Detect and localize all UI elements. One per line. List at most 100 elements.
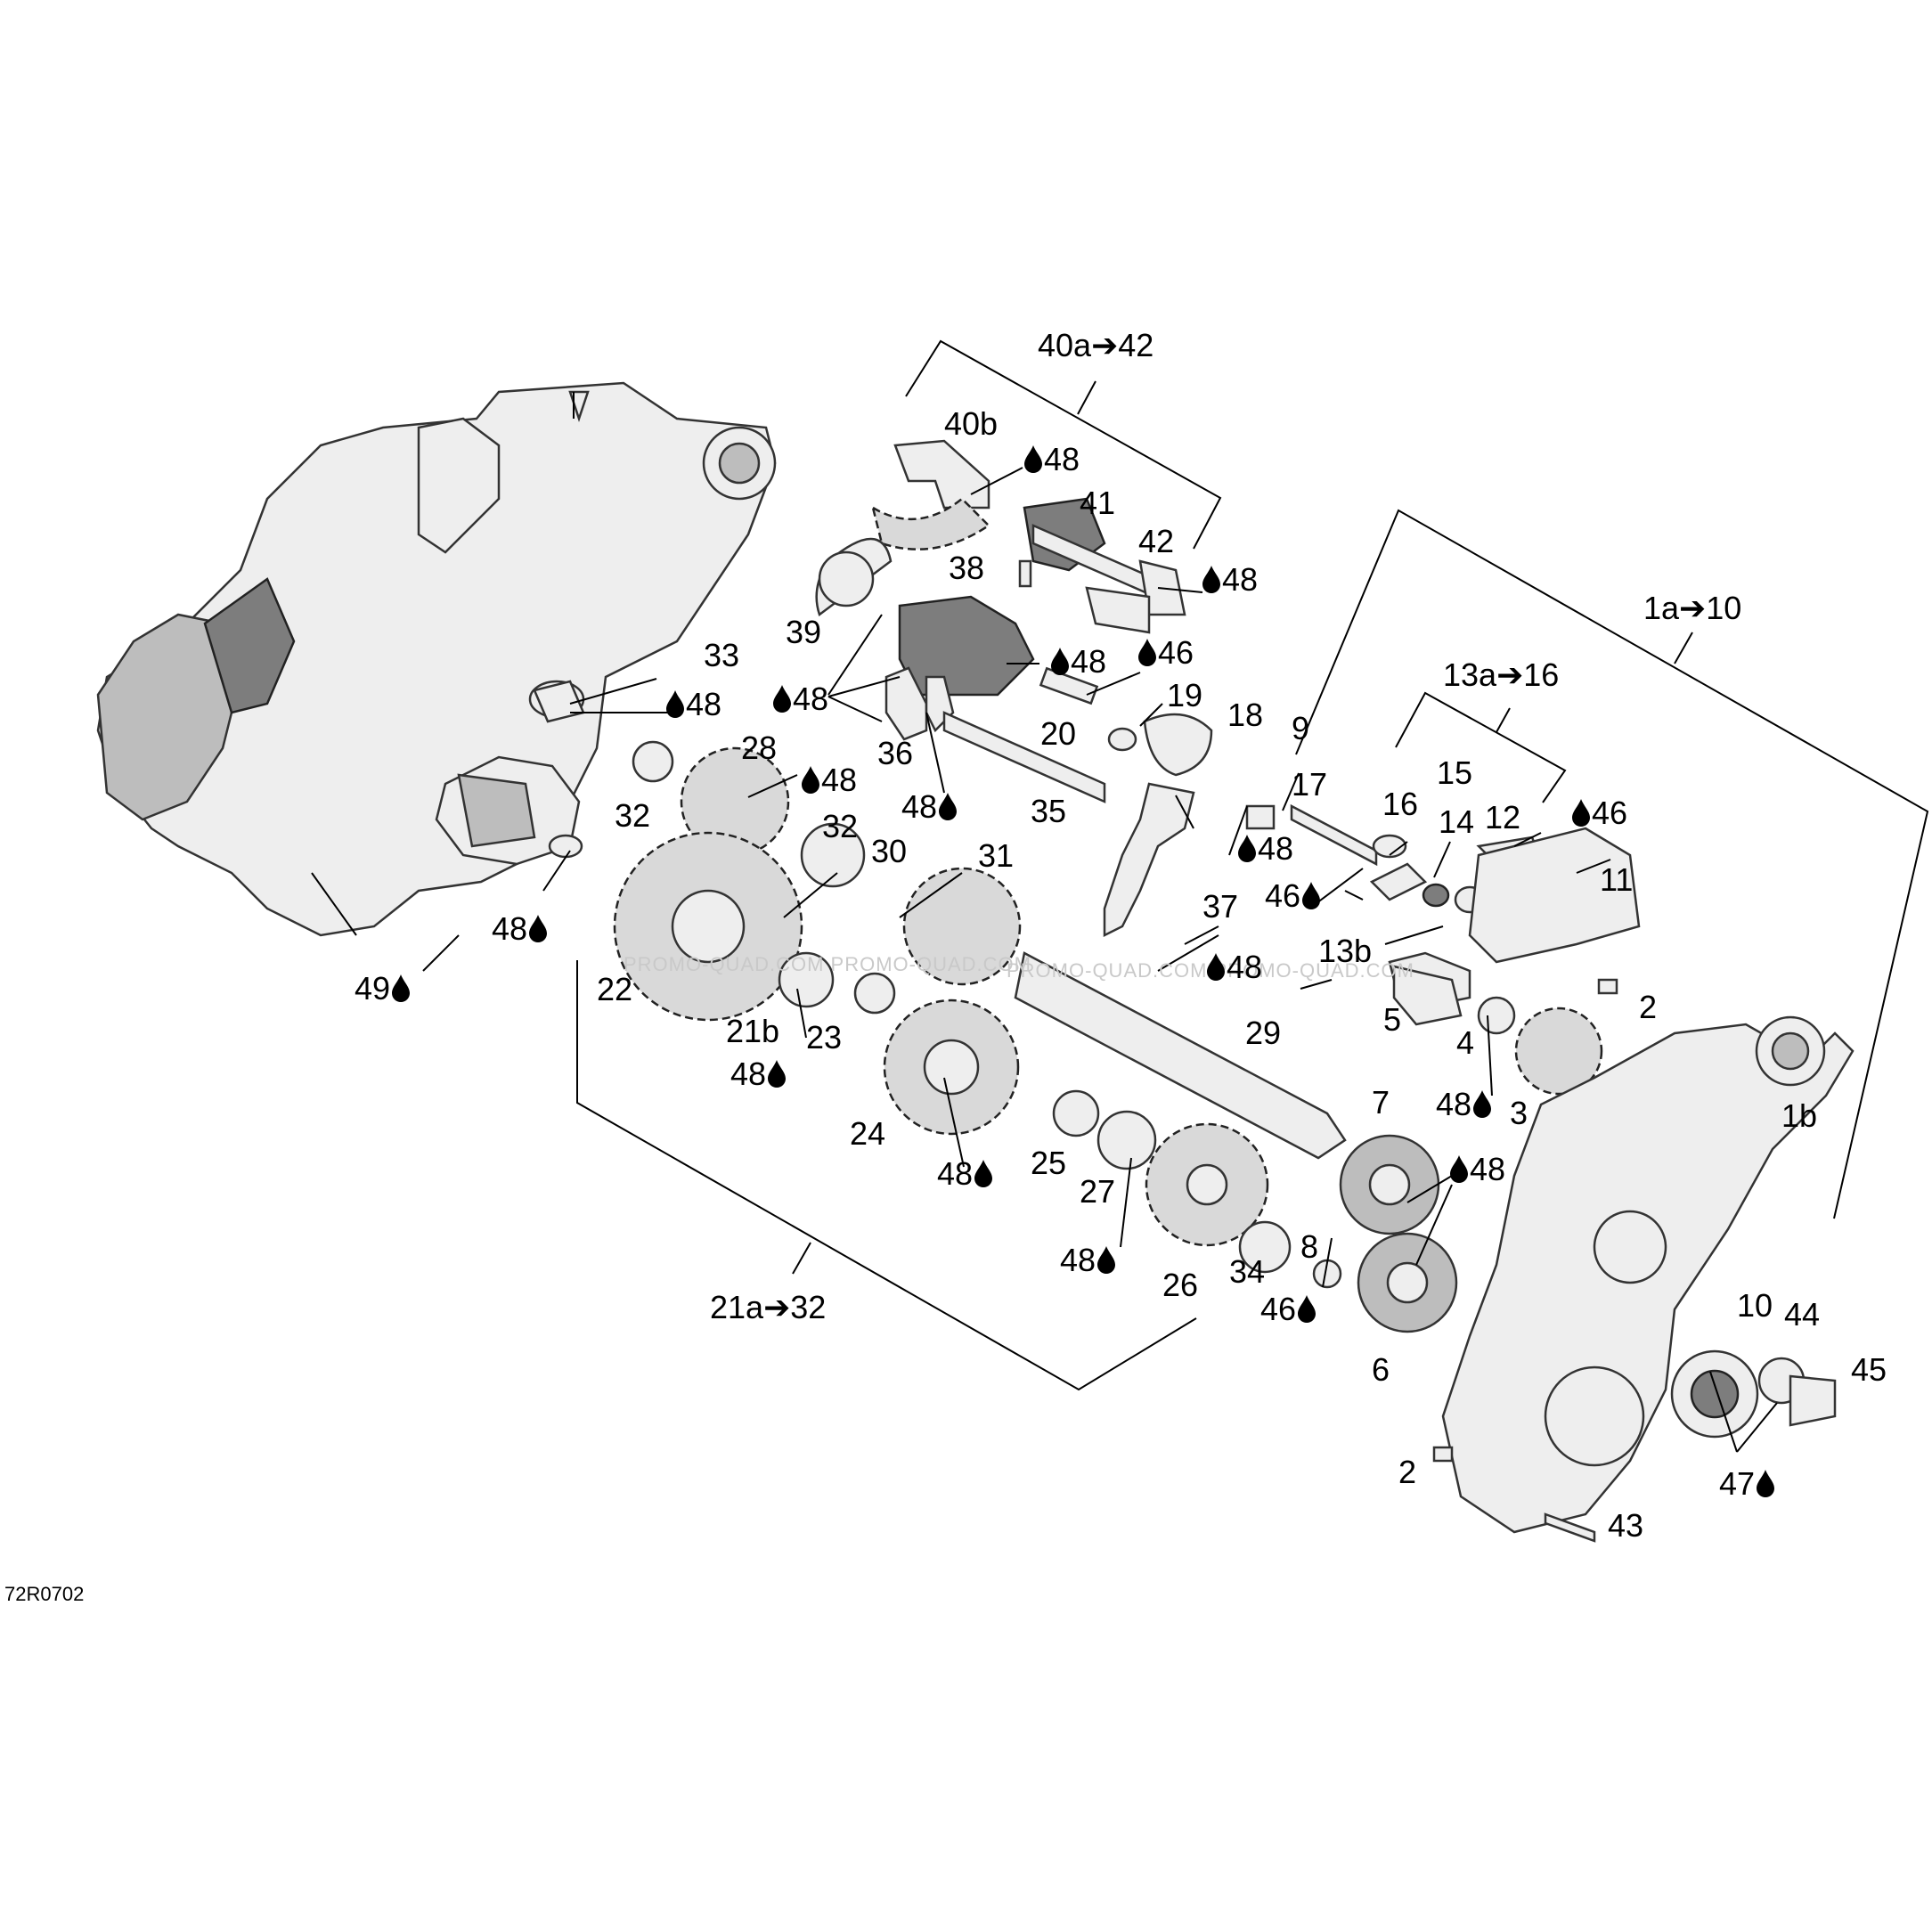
callout-c48h: 48	[492, 910, 547, 947]
lubricant-drop-icon	[773, 685, 791, 713]
callout-c22: 22	[597, 971, 632, 1007]
callout-c48e: 48	[773, 681, 828, 717]
callout-c48c: 48	[1051, 643, 1106, 680]
bracket-13a-16	[1395, 691, 1567, 803]
callout-c48i: 48	[730, 1056, 786, 1092]
callout-text: 39	[786, 614, 821, 650]
callout-text: 25	[1031, 1145, 1066, 1181]
callout-text: 28	[741, 730, 777, 766]
callout-text: 23	[806, 1019, 842, 1056]
callout-text: 29	[1245, 1015, 1281, 1051]
callout-text: 47	[1719, 1465, 1755, 1502]
callout-c2a: 2	[1639, 989, 1657, 1025]
callout-c9: 9	[1292, 710, 1309, 746]
callout-text: 48	[492, 910, 527, 947]
lubricant-drop-icon	[939, 793, 957, 820]
callout-text: 31	[978, 837, 1014, 874]
callout-c11: 11	[1600, 861, 1633, 898]
callout-c7: 7	[1372, 1084, 1390, 1121]
lubricant-drop-icon	[666, 690, 684, 718]
lubricant-drop-icon	[1051, 648, 1069, 675]
callout-c20: 20	[1040, 715, 1076, 752]
callout-c19: 19	[1167, 677, 1202, 713]
callout-c21a: 21a➔32	[710, 1289, 826, 1325]
callout-c48g: 48	[901, 788, 957, 825]
callout-c48a: 48	[1024, 441, 1080, 477]
callout-text: 5	[1383, 1001, 1401, 1038]
callout-text: 46	[1592, 795, 1627, 831]
callout-c40b: 40b	[944, 405, 998, 442]
callout-text: 13a➔16	[1443, 656, 1559, 693]
callout-c29: 29	[1245, 1015, 1281, 1051]
lubricant-drop-icon	[1097, 1246, 1115, 1274]
callout-text: 46	[1265, 877, 1300, 914]
callout-c48d: 48	[666, 686, 721, 722]
callout-text: 37	[1202, 888, 1238, 925]
callout-text: 48	[1222, 561, 1258, 598]
callout-c38: 38	[949, 550, 984, 586]
callout-text: 8	[1300, 1228, 1318, 1265]
callout-text: 21b	[726, 1013, 779, 1049]
lubricant-drop-icon	[529, 915, 547, 942]
lubricant-drop-icon	[1207, 953, 1225, 981]
callout-c4: 4	[1456, 1024, 1474, 1061]
lubricant-drop-icon	[1757, 1470, 1774, 1497]
callout-text: 1a➔10	[1643, 590, 1741, 626]
callout-text: 48	[1436, 1086, 1471, 1122]
callout-text: 13b	[1318, 933, 1372, 969]
callout-c31: 31	[978, 837, 1014, 874]
callout-text: 48	[1227, 949, 1262, 985]
callout-text: 15	[1437, 754, 1472, 791]
callout-c48f: 48	[802, 762, 857, 798]
callout-c30: 30	[871, 833, 907, 869]
callout-c46a: 46	[1138, 634, 1194, 671]
callout-c36: 36	[877, 735, 913, 771]
lubricant-drop-icon	[768, 1060, 786, 1088]
callout-c18: 18	[1227, 697, 1263, 733]
callout-text: 21a➔32	[710, 1289, 826, 1325]
callout-text: 7	[1372, 1084, 1390, 1121]
callout-text: 36	[877, 735, 913, 771]
parts-artwork: PROMO-QUAD.COM PROMO-QUAD.COM PROMO-QUAD…	[96, 339, 1929, 1543]
callout-text: 48	[793, 681, 828, 717]
callout-text: 41	[1080, 485, 1115, 521]
callout-text: 33	[704, 637, 739, 673]
callout-c3: 3	[1510, 1095, 1528, 1131]
callout-text: 16	[1382, 786, 1418, 822]
callout-c28: 28	[741, 730, 777, 766]
shift-mechanism-drawing	[815, 439, 1641, 1008]
group-brackets	[576, 339, 1929, 1391]
callout-c25: 25	[1031, 1145, 1066, 1181]
lubricant-drop-icon	[1024, 445, 1042, 473]
callout-text: 44	[1784, 1296, 1820, 1333]
callout-c17: 17	[1292, 766, 1327, 803]
callout-c42: 42	[1138, 523, 1174, 559]
callout-text: 1b	[1781, 1097, 1817, 1134]
callout-text: 2	[1639, 989, 1657, 1025]
callout-text: 34	[1229, 1253, 1265, 1290]
callout-c33: 33	[704, 637, 739, 673]
callout-c6: 6	[1372, 1351, 1390, 1388]
callout-text: 46	[1260, 1291, 1296, 1327]
right-housing-drawing	[1432, 978, 1855, 1543]
callout-text: 48	[1060, 1242, 1096, 1278]
callout-c48n: 48	[1436, 1086, 1491, 1122]
callout-text: 32	[615, 797, 650, 834]
callout-text: 46	[1158, 634, 1194, 671]
callout-c39: 39	[786, 614, 821, 650]
callout-text: 17	[1292, 766, 1327, 803]
callout-text: 10	[1737, 1287, 1773, 1324]
callout-text: 30	[871, 833, 907, 869]
callout-c21b: 21b	[726, 1013, 779, 1049]
callout-text: 48	[1044, 441, 1080, 477]
diagram-reference: 72R0702	[4, 1583, 84, 1605]
callout-c8: 8	[1300, 1228, 1318, 1265]
bracket-1a-10	[1295, 509, 1929, 1219]
callout-c45: 45	[1851, 1351, 1887, 1388]
callout-text: 26	[1162, 1267, 1198, 1303]
callout-text: 12	[1485, 799, 1520, 836]
bracket-21a-32	[576, 960, 1197, 1391]
lubricant-drop-icon	[1302, 882, 1320, 909]
lubricant-drop-icon	[1473, 1090, 1491, 1118]
